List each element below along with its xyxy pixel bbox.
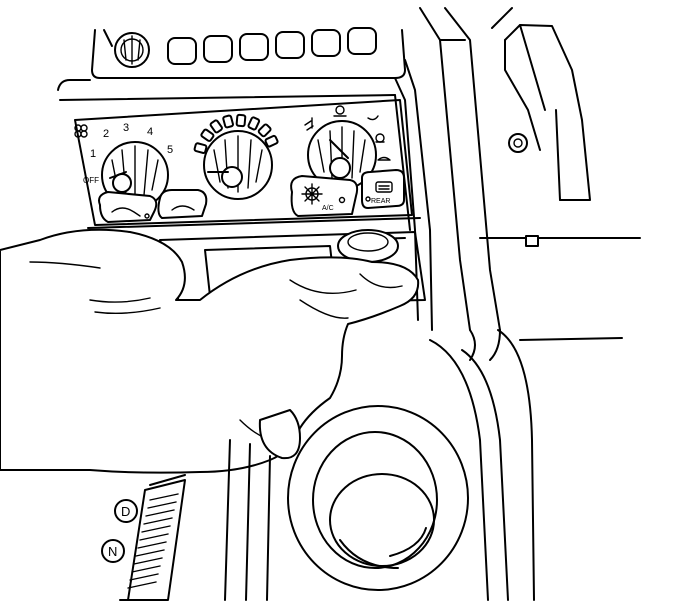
- fan-speed-label-4: 4: [147, 126, 153, 138]
- ac-button[interactable]: A/C: [290, 175, 359, 217]
- panel-vent-icon: [304, 117, 314, 131]
- hvac-panel: [74, 99, 421, 229]
- right-trim: [491, 7, 591, 201]
- shift-knob[interactable]: [287, 405, 469, 591]
- shift-indicator: D N: [101, 474, 186, 601]
- shift-indicator-strip: [127, 479, 186, 601]
- fan-speed-label-3: 3: [123, 122, 129, 134]
- rear-defog-button[interactable]: REAR: [361, 169, 405, 209]
- lower-left-buttons: [98, 189, 208, 223]
- preset-button-2[interactable]: [203, 35, 233, 63]
- fan-speed-label-5: 5: [167, 144, 173, 156]
- top-knob[interactable]: [103, 29, 150, 68]
- neutral-indicator-icon: N: [101, 539, 125, 563]
- preset-button-4[interactable]: [275, 31, 305, 59]
- preset-button-6[interactable]: [347, 27, 377, 55]
- drive-indicator-icon: D: [114, 499, 138, 523]
- drive-letter: D: [121, 504, 130, 519]
- console-side: [224, 235, 641, 601]
- ac-label: A/C: [322, 205, 334, 212]
- rear-label: REAR: [371, 198, 390, 205]
- round-knob[interactable]: [337, 229, 399, 263]
- bi-level-icon: [333, 105, 347, 117]
- temperature-dial-icon: [193, 113, 279, 154]
- dash-bezel: [57, 7, 501, 361]
- rear-window-defog-icon: [375, 181, 393, 193]
- hand: [0, 228, 420, 474]
- snowflake-icon: [301, 183, 323, 205]
- preset-button-1[interactable]: [167, 37, 197, 65]
- preset-button-5[interactable]: [311, 29, 341, 57]
- floor-icon: [367, 115, 379, 121]
- temperature-knob[interactable]: [193, 113, 279, 200]
- screw-icon: [508, 133, 528, 153]
- heat-mode-button[interactable]: [157, 189, 208, 219]
- fan-icon: [74, 124, 88, 138]
- defrost-icon: [375, 133, 385, 143]
- neutral-letter: N: [108, 544, 117, 559]
- defog-icon: [377, 156, 391, 161]
- fan-speed-label-1: 1: [90, 148, 96, 160]
- fan-off-label: OFF: [83, 176, 99, 185]
- vent-mode-button[interactable]: [98, 191, 158, 223]
- fan-speed-label-2: 2: [103, 128, 109, 140]
- preset-button-row: [167, 27, 377, 65]
- preset-button-3[interactable]: [239, 33, 269, 61]
